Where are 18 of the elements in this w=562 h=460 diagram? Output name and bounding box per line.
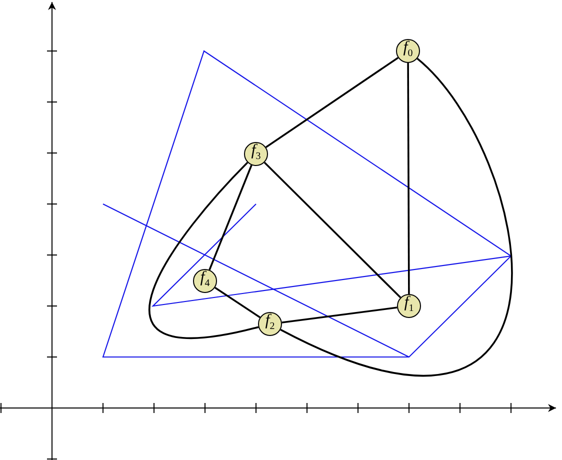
- edge-line: [264, 162, 402, 298]
- vertex-circle: [244, 142, 268, 166]
- edge-line: [407, 63, 410, 294]
- vertex-label: f$_{0}$: [403, 40, 413, 60]
- vertex-label: f$_{2}$: [265, 313, 275, 333]
- vertex-label: f$_{3}$: [251, 143, 261, 163]
- curved-edge: [148, 162, 259, 339]
- edge-line: [214, 286, 260, 318]
- edge-line: [265, 56, 399, 148]
- curved-edge: [280, 58, 512, 376]
- vertex-circle: [396, 39, 420, 63]
- vertex-label: f$_{4}$: [200, 270, 210, 290]
- vertex-circle: [258, 312, 282, 336]
- edge-line: [208, 164, 252, 270]
- vertex-circle: [397, 294, 421, 318]
- vertex-circle: [193, 269, 217, 293]
- vertex-label: f$_{1}$: [404, 295, 414, 315]
- edge-line: [282, 306, 398, 324]
